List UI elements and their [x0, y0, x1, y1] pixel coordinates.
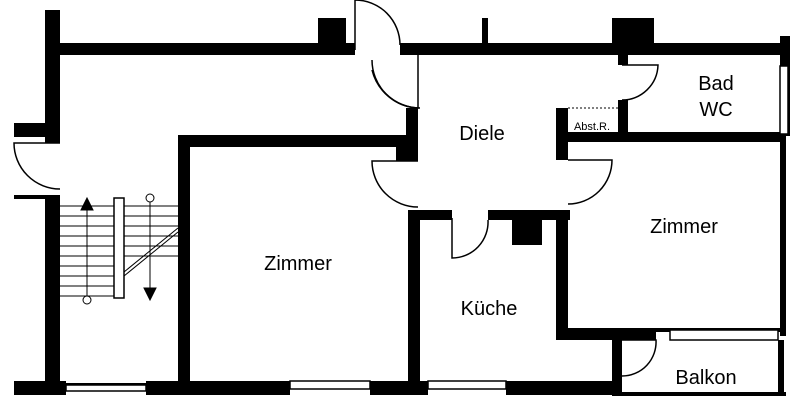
label-bad: Bad [698, 73, 734, 95]
wall-diele-left-block [396, 147, 418, 161]
label-abstellraum: Abst.R. [574, 121, 610, 133]
wall-top-pillar-1 [318, 18, 346, 55]
label-balkon: Balkon [675, 367, 736, 389]
door-stair-left [13, 142, 61, 190]
window-zimmer-left [289, 380, 371, 390]
wall-balcony-left [612, 328, 622, 396]
wall-top-pillar-2 [612, 18, 654, 55]
label-zimmer-left: Zimmer [264, 253, 332, 275]
label-zimmer-right: Zimmer [650, 216, 718, 238]
doors [13, 0, 659, 377]
wall-left-step [14, 123, 60, 137]
wall-zimmer-right-left-upper [556, 140, 568, 160]
wall-kueche-block [512, 210, 542, 245]
stair-arrow-up-start [82, 295, 92, 305]
door-entrance-top [354, 0, 401, 50]
door-diele-hall-arc [371, 59, 421, 109]
windows [65, 65, 789, 392]
wall-bad-left-lower [618, 100, 628, 138]
door-zimmer-right [567, 159, 613, 205]
wall-bad-left [618, 55, 628, 65]
door-bad [621, 64, 659, 101]
wall-abstr-bottom [556, 132, 786, 142]
wall-kueche-right [556, 210, 568, 340]
wall-left-stub-lower [14, 195, 60, 199]
stair-treads-right [124, 205, 178, 257]
wall-left-top-stub [45, 10, 60, 55]
stair-arrow-down-icon [143, 287, 157, 302]
stair-landing-line [123, 227, 179, 273]
stair-arrow-down-start [145, 193, 155, 203]
wall-balcony-right [778, 340, 784, 396]
walls [14, 10, 790, 396]
room-labels: Bad WC Diele Abst.R. Zimmer Zimmer Küche… [264, 73, 736, 389]
wall-bottom-left-thin [14, 383, 314, 386]
window-bottom-left [65, 384, 147, 392]
wall-top-right [400, 43, 785, 55]
stair-center-stringer [113, 197, 125, 299]
label-wc: WC [699, 99, 732, 121]
wall-zimmer-kueche [408, 210, 420, 393]
stair-landing-line-2 [123, 231, 179, 277]
wall-left-vertical-lower [45, 198, 60, 388]
label-kueche: Küche [461, 298, 518, 320]
stair-arrow-up-icon [80, 196, 94, 211]
door-diele-hall [371, 55, 419, 109]
door-kueche [451, 218, 489, 259]
wall-kueche-top-left [408, 210, 452, 220]
door-zimmer-left [371, 160, 419, 208]
door-balcony [621, 339, 657, 377]
wall-bottom-mid3 [506, 381, 618, 395]
staircase [60, 193, 179, 305]
wall-stair-right [178, 135, 190, 393]
wall-balcony-bottom [612, 392, 786, 396]
wall-diele-left-upper [406, 108, 418, 143]
wall-top-stub [482, 18, 488, 48]
wall-right-lower [780, 136, 786, 336]
window-kueche [427, 380, 507, 390]
wall-balcony-top [556, 328, 656, 340]
window-balcony [669, 329, 779, 341]
window-bad [779, 65, 789, 135]
wall-left-vertical-upper [45, 55, 60, 143]
label-diele: Diele [459, 123, 505, 145]
wall-top-left [45, 43, 355, 55]
wall-zimmer-left-top [178, 135, 418, 147]
